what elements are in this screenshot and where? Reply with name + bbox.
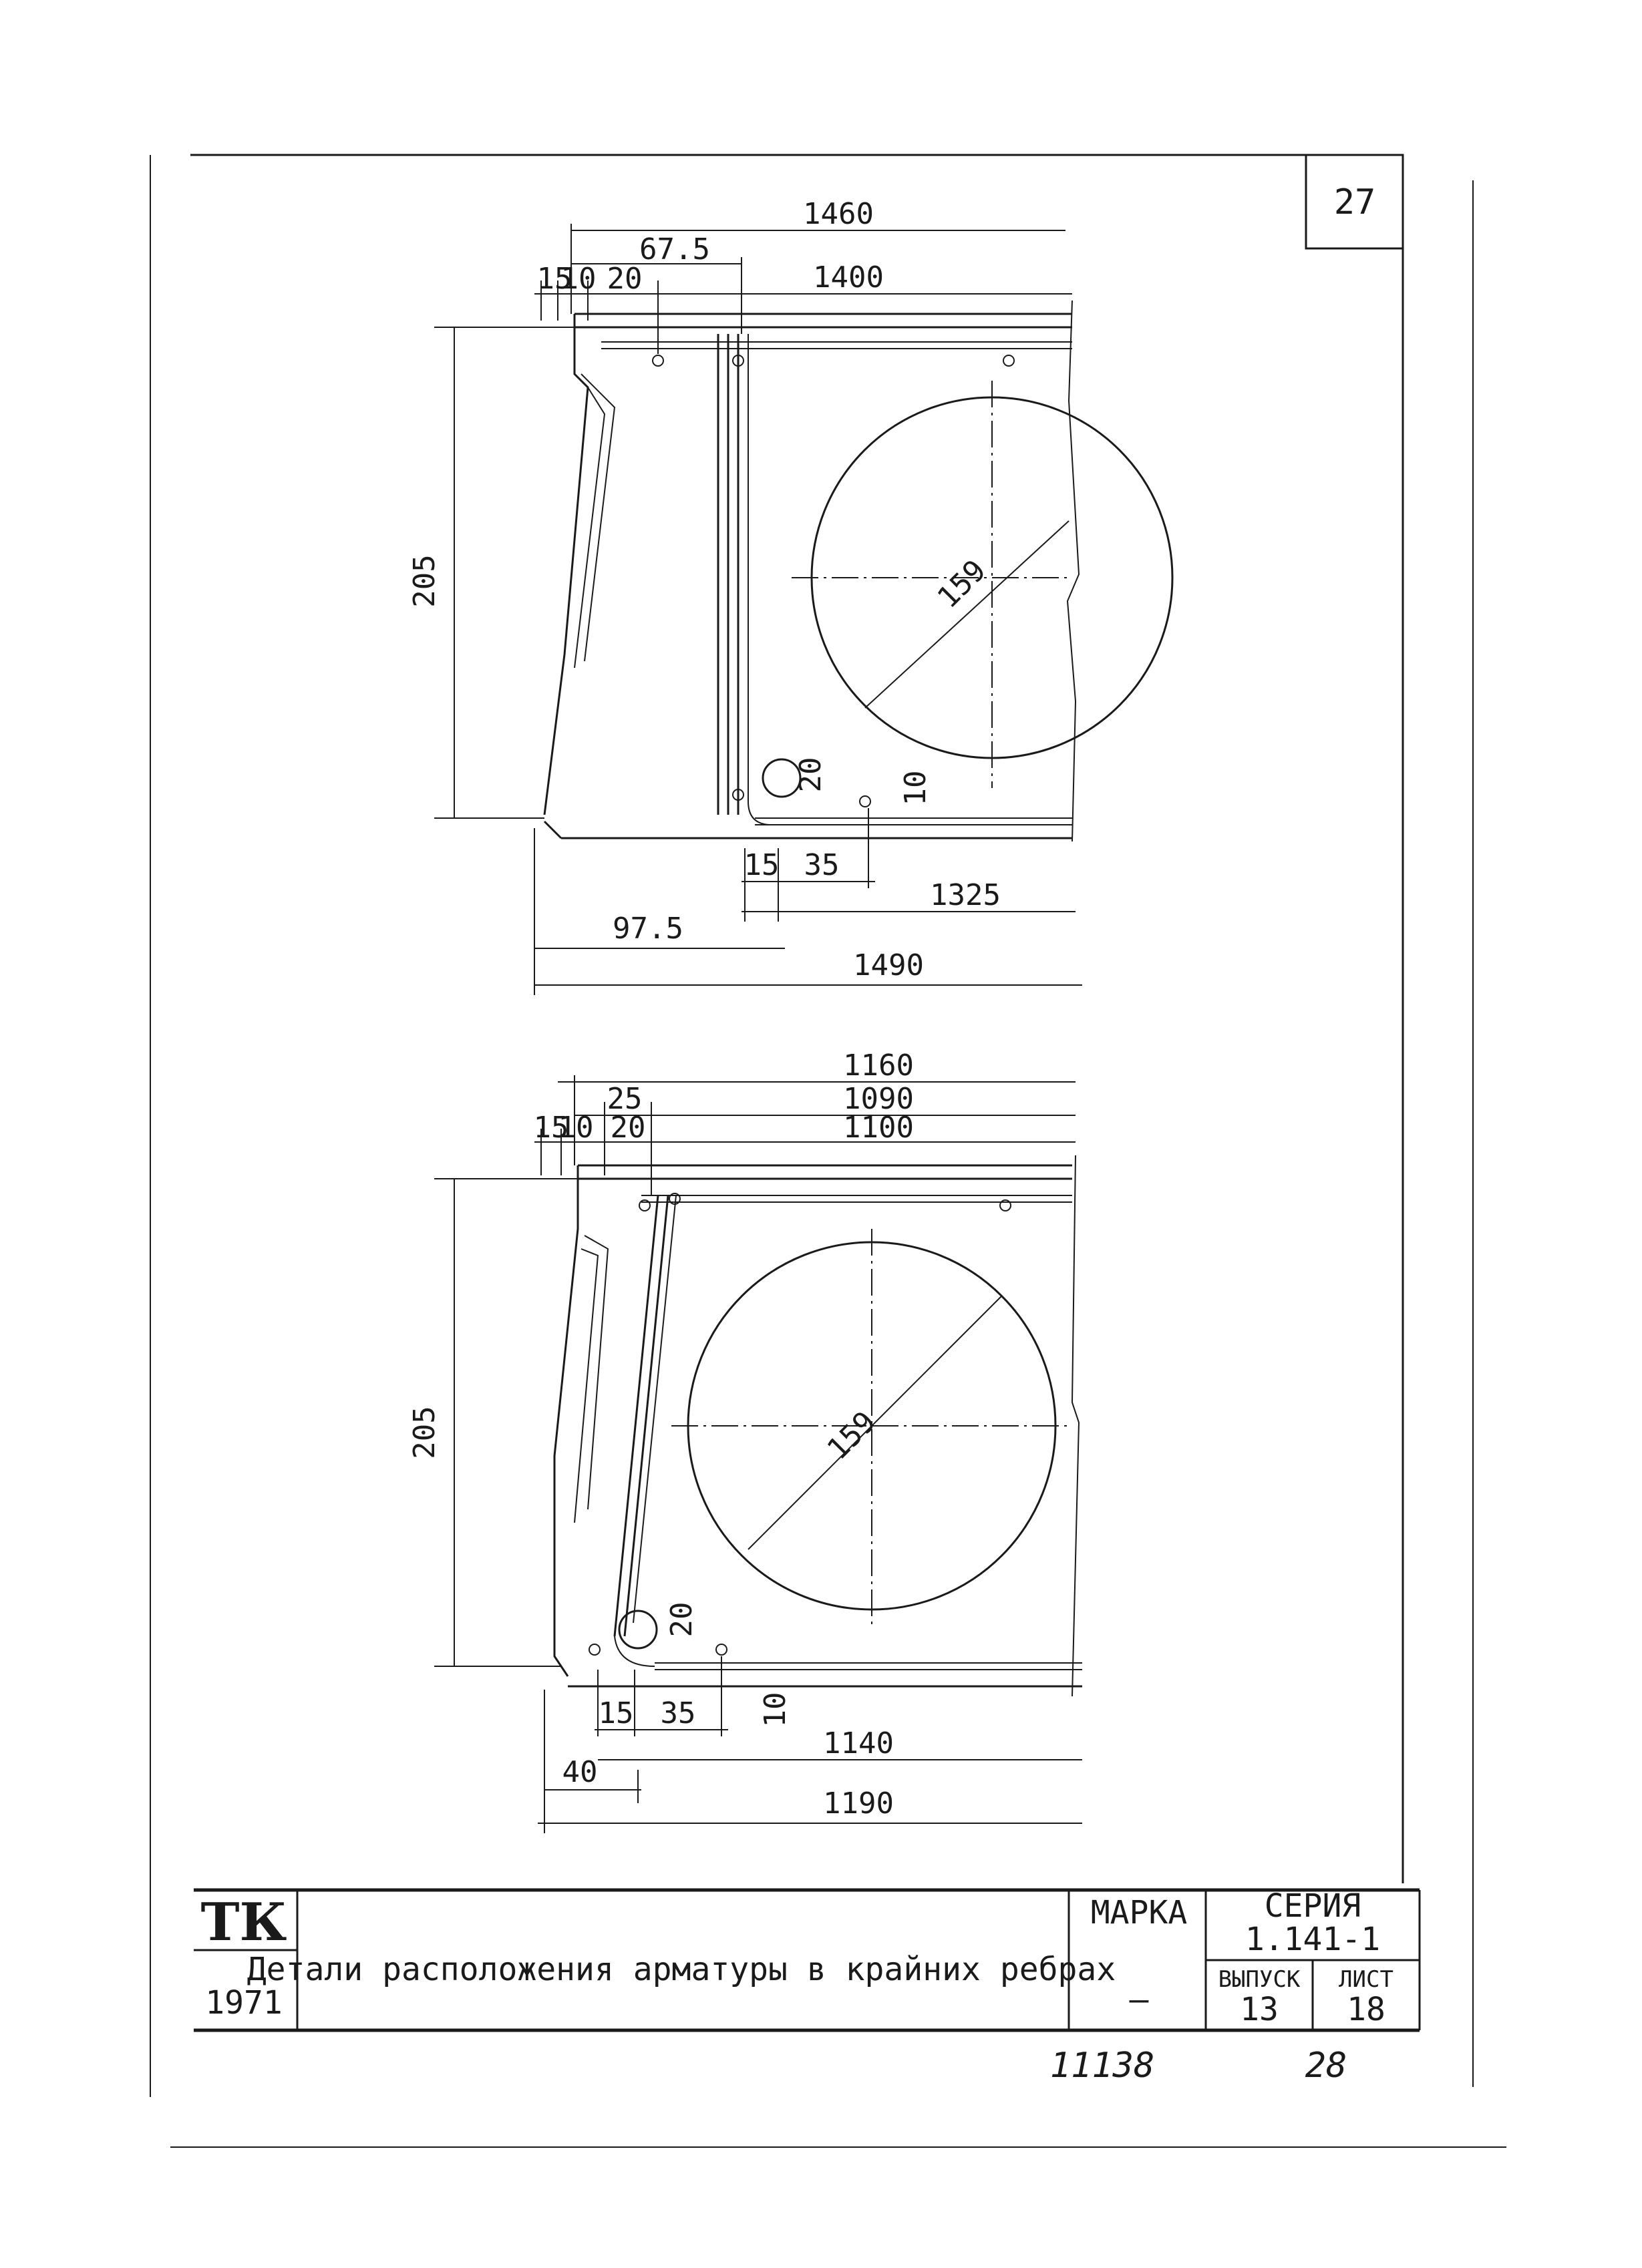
dim-20-top: 20: [607, 262, 643, 296]
dim-1160: 1160: [843, 1049, 914, 1083]
dim-10-bot: 10: [558, 1111, 594, 1145]
dim-35-bottom-top: 35: [804, 848, 840, 882]
dim-diameter-top: 159: [931, 554, 993, 615]
dim-35-bottom-bot: 35: [661, 1696, 696, 1730]
sheet-number: 27: [1334, 182, 1376, 222]
dim-40: 40: [562, 1755, 598, 1789]
top-section-drawing: 1460 67.5 1400 15 10 20 205 159 20 10 15…: [407, 197, 1174, 995]
dim-15-top: 15: [537, 262, 572, 296]
dim-97-5: 97.5: [613, 912, 683, 946]
dim-1490: 1490: [853, 948, 924, 982]
vypusk-label: ВЫПУСК: [1218, 1966, 1301, 1993]
seriya-value: 1.141-1: [1245, 1921, 1380, 1958]
dim-10-top: 10: [561, 262, 597, 296]
dim-1100: 1100: [843, 1111, 914, 1145]
dim-205-top: 205: [407, 554, 442, 607]
sheet-number-box: 27: [1305, 154, 1404, 250]
sheet-frame: [150, 154, 1506, 2148]
dim-15-bot: 15: [534, 1111, 569, 1145]
dim-1460: 1460: [803, 197, 874, 231]
drawing-title: Детали расположения арматуры в крайних р…: [247, 1951, 1116, 1988]
dim-15-bottom-top: 15: [744, 848, 780, 882]
dim-205-bottom: 205: [407, 1406, 442, 1459]
title-year: 1971: [205, 1984, 283, 2022]
bottom-section-drawing: 1160 25 1090 15 10 20 1100 205 159 20 10…: [407, 1049, 1082, 1833]
dim-20-bot: 20: [611, 1111, 646, 1145]
marka-label: МАРКА: [1091, 1894, 1188, 1931]
dim-bar-10-bottom: 10: [758, 1692, 792, 1728]
seriya-label: СЕРИЯ: [1265, 1887, 1361, 1925]
marka-value: —: [1130, 1981, 1149, 2018]
dim-67-5: 67.5: [639, 232, 710, 266]
dim-bar-10-top: 10: [898, 771, 933, 806]
vypusk-value: 13: [1240, 1991, 1279, 2028]
dim-bar-20-top: 20: [794, 757, 828, 793]
dim-25: 25: [607, 1082, 643, 1116]
dim-15-bottom-bot: 15: [599, 1696, 634, 1730]
dim-bar-20-bottom: 20: [665, 1602, 699, 1638]
page-number: 28: [1305, 2046, 1347, 2086]
dim-1140: 1140: [823, 1726, 894, 1760]
inventory-number: 11138: [1050, 2046, 1155, 2086]
dim-1190: 1190: [823, 1786, 894, 1821]
dim-1400: 1400: [813, 260, 884, 295]
title-org: ТК: [201, 1892, 287, 1953]
dim-diameter-bottom: 159: [821, 1405, 882, 1467]
list-value: 18: [1347, 1991, 1385, 2028]
title-block: [194, 1888, 1421, 2032]
dim-1090: 1090: [843, 1082, 914, 1116]
list-label: ЛИСТ: [1339, 1966, 1393, 1993]
dim-1325: 1325: [930, 878, 1001, 912]
